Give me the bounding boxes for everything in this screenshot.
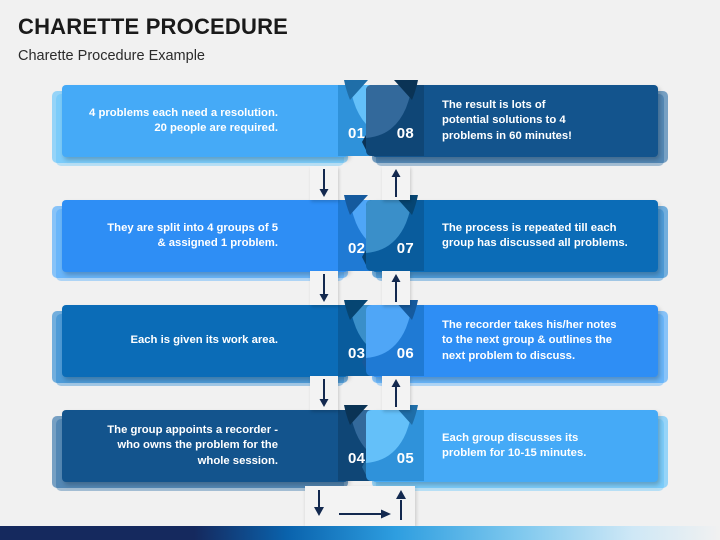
step-panel: They are split into 4 groups of 5 & assig… — [62, 200, 348, 272]
step-panel: Each is given its work area. — [62, 305, 348, 377]
step-text-line: potential solutions to 4 — [442, 114, 566, 127]
step-text-line: The result is lots of — [442, 98, 546, 111]
step-box-01[interactable]: 4 problems each need a resolution. 20 peo… — [52, 80, 400, 166]
step-number: 07 — [396, 240, 414, 257]
step-text-line: 4 problems each need a resolution. — [89, 106, 278, 119]
step-panel: The group appoints a recorder - who owns … — [62, 410, 348, 482]
page-header: CHARETTE PROCEDURE Charette Procedure Ex… — [18, 14, 698, 66]
step-number-badge: 05 — [362, 405, 424, 487]
step-number-badge: 06 — [362, 300, 424, 382]
step-text: 4 problems each need a resolution. 20 peo… — [62, 85, 290, 157]
step-text-line: Each group discusses its — [442, 431, 579, 444]
step-text-line: They are split into 4 groups of 5 — [107, 221, 278, 234]
step-number: 06 — [396, 345, 414, 362]
step-text-line: whole session. — [197, 454, 278, 467]
step-text: The result is lots of potential solutions… — [430, 85, 658, 157]
step-number: 01 — [348, 125, 366, 142]
connector-arrow-down — [310, 376, 338, 410]
step-box-07[interactable]: The process is repeated till each group h… — [362, 195, 668, 281]
page-title: CHARETTE PROCEDURE — [18, 14, 289, 39]
step-box-02[interactable]: They are split into 4 groups of 5 & assig… — [52, 195, 400, 281]
step-text-line: The recorder takes his/her notes — [442, 318, 617, 331]
step-number: 02 — [348, 240, 366, 257]
step-text-line: Each is given its work area. — [130, 334, 278, 347]
step-box-05[interactable]: Each group discusses its problem for 10-1… — [362, 405, 668, 491]
step-text-line: to the next group & outlines the — [442, 334, 613, 347]
bottom-accent-bar — [0, 526, 720, 540]
step-text-line: & assigned 1 problem. — [157, 237, 278, 249]
step-number: 08 — [396, 125, 414, 142]
step-text-line: group has discussed all problems. — [442, 237, 628, 249]
step-text: The recorder takes his/her notes to the n… — [430, 305, 658, 377]
step-text-line: who owns the problem for the — [117, 439, 278, 452]
step-number: 03 — [348, 345, 366, 362]
step-box-08[interactable]: The result is lots of potential solutions… — [362, 80, 668, 166]
step-text-line: problem for 10-15 minutes. — [442, 447, 587, 459]
step-text-line: 20 people are required. — [154, 122, 278, 134]
step-text: They are split into 4 groups of 5 & assig… — [62, 200, 290, 272]
connector-arrow-down — [310, 271, 338, 305]
connector-u-turn — [305, 486, 415, 526]
connector-arrow-down — [310, 166, 338, 200]
step-number-badge: 08 — [362, 80, 424, 162]
step-number: 04 — [348, 450, 366, 467]
step-number: 05 — [396, 450, 414, 467]
step-text-line: The group appoints a recorder - — [107, 423, 278, 436]
step-text: The process is repeated till each group h… — [430, 200, 658, 272]
connector-arrow-up — [382, 376, 410, 410]
step-panel: 4 problems each need a resolution. 20 peo… — [62, 85, 348, 157]
connector-arrow-up — [382, 166, 410, 200]
step-text: Each is given its work area. — [62, 305, 290, 377]
step-text-line: problems in 60 minutes! — [442, 129, 572, 142]
step-text: The group appoints a recorder - who owns … — [62, 410, 290, 482]
step-number-badge: 07 — [362, 195, 424, 277]
step-box-06[interactable]: The recorder takes his/her notes to the n… — [362, 300, 668, 386]
step-text-line: The process is repeated till each — [442, 221, 617, 234]
step-text-line: next problem to discuss. — [442, 349, 576, 362]
step-box-03[interactable]: Each is given its work area. 03 — [52, 300, 400, 386]
page-subtitle: Charette Procedure Example — [18, 48, 205, 64]
step-text: Each group discusses its problem for 10-1… — [430, 410, 658, 482]
connector-arrow-up — [382, 271, 410, 305]
step-box-04[interactable]: The group appoints a recorder - who owns … — [52, 405, 400, 491]
